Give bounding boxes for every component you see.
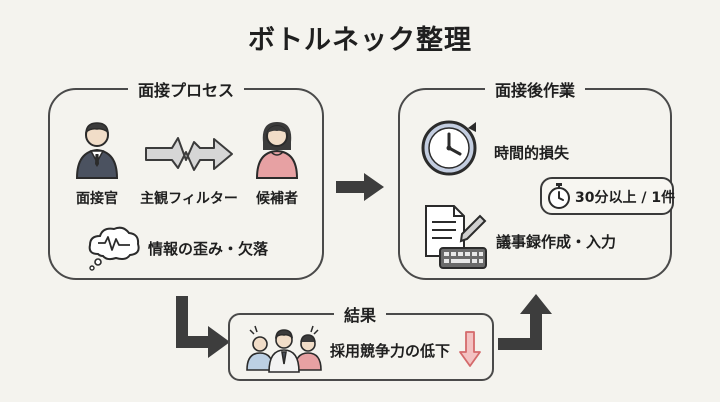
zigzag-arrow-icon <box>145 137 233 171</box>
process-to-result-arrow <box>176 296 230 358</box>
process-to-work-arrow <box>336 173 384 201</box>
subjective-filter-label: 主観フィルター <box>140 191 238 207</box>
interview-process-label: 面接プロセス <box>127 77 245 101</box>
interviewer-label: 面接官 <box>76 191 118 207</box>
post-interview-label: 面接後作業 <box>484 77 586 101</box>
thought-cloud-icon <box>88 226 140 271</box>
info-distortion-label: 情報の歪み・欠落 <box>148 240 269 258</box>
page-title: ボトルネック整理 <box>248 25 472 56</box>
document-keyboard-icon <box>425 205 487 269</box>
time-loss-label: 時間的損失 <box>494 144 570 162</box>
candidate-icon <box>255 122 299 179</box>
result-text: 採用競争力の低下 <box>330 342 451 360</box>
time-cost-text: 30分以上 / 1件 <box>575 190 676 206</box>
interviewer-icon <box>75 122 119 179</box>
result-label: 結果 <box>333 302 387 326</box>
minutes-entry-label: 議事録作成・入力 <box>496 233 617 251</box>
result-to-work-arrow <box>498 294 552 350</box>
candidate-label: 候補者 <box>256 191 298 207</box>
clock-icon <box>421 120 477 176</box>
people-group-icon <box>246 325 322 373</box>
stopwatch-icon <box>548 183 570 209</box>
down-arrow-icon <box>459 331 481 367</box>
